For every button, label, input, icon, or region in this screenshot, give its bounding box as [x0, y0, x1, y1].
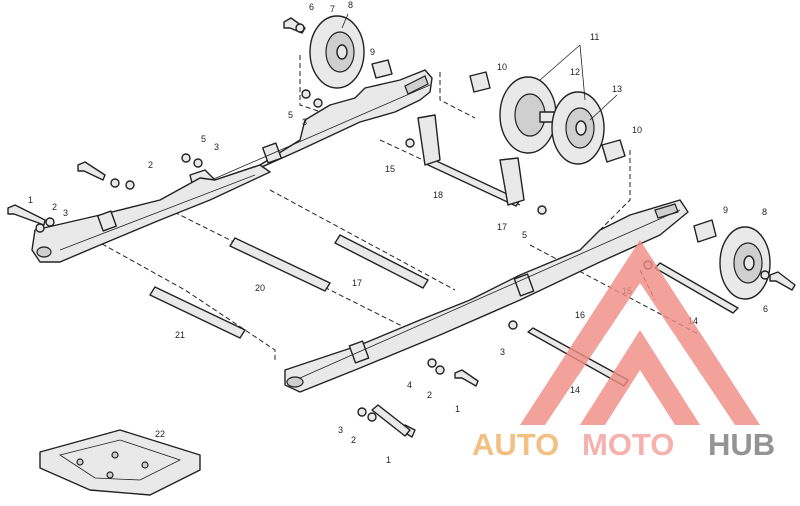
front-right-rail: [284, 199, 689, 393]
callout-1b: 1: [455, 404, 460, 414]
callout-14b: 14: [570, 385, 580, 395]
callout-13: 13: [612, 84, 622, 94]
callout-7: 7: [330, 4, 335, 14]
callout-2d: 2: [351, 435, 356, 445]
callout-6b: 6: [763, 304, 768, 314]
callout-3e: 3: [338, 425, 343, 435]
callout-2b: 2: [52, 202, 57, 212]
callout-5b: 5: [201, 134, 206, 144]
callout-8b: 8: [762, 207, 767, 217]
idler-wheel-top: [309, 15, 365, 89]
callout-5: 5: [288, 110, 293, 120]
callout-4: 4: [407, 380, 412, 390]
callout-3c: 3: [63, 208, 68, 218]
right-rail: [189, 69, 433, 196]
idler-wheel-right: [719, 226, 771, 300]
callout-22: 22: [155, 429, 165, 439]
callout-2: 2: [148, 160, 153, 170]
watermark-triangle-icon: [520, 240, 760, 425]
watermark-hub: HUB: [708, 427, 775, 462]
washers: [35, 23, 770, 422]
callout-3b: 3: [214, 142, 219, 152]
callout-20: 20: [255, 283, 265, 293]
idler-wheel-pair: [499, 76, 605, 165]
callout-3: 3: [302, 117, 307, 127]
callout-11: 11: [590, 32, 599, 42]
callout-15: 15: [385, 164, 395, 174]
callout-17b: 17: [352, 278, 362, 288]
watermark-logo: AUTO MOTO HUB: [472, 240, 775, 462]
callout-21: 21: [175, 330, 185, 340]
callouts: 6 7 8 9 5 3 10 11 12 13 10 5 3 2 15 18 1…: [28, 0, 768, 465]
callout-14: 14: [688, 316, 698, 326]
callout-12: 12: [570, 67, 580, 77]
callout-9: 9: [370, 47, 375, 57]
spacers: [371, 59, 717, 243]
callout-9b: 9: [723, 205, 728, 215]
leader-lines: [341, 13, 618, 121]
cross-shafts: [149, 157, 521, 339]
callout-10: 10: [497, 62, 507, 72]
skid-plate: [39, 429, 201, 496]
callout-18: 18: [433, 190, 443, 200]
callout-2c: 2: [427, 390, 432, 400]
callout-10b: 10: [632, 125, 642, 135]
left-rail: [31, 164, 271, 263]
callout-1c: 1: [386, 455, 391, 465]
callout-3d: 3: [500, 347, 505, 357]
callout-17: 17: [497, 222, 507, 232]
callout-1: 1: [28, 195, 33, 205]
callout-5c: 5: [522, 230, 527, 240]
watermark-inner-triangle-icon: [580, 330, 700, 425]
brackets: [417, 114, 525, 206]
watermark-auto: AUTO: [472, 427, 559, 462]
callout-16: 16: [575, 310, 585, 320]
callout-6: 6: [309, 2, 314, 12]
callout-8: 8: [348, 0, 353, 10]
watermark-moto: MOTO: [582, 427, 674, 462]
